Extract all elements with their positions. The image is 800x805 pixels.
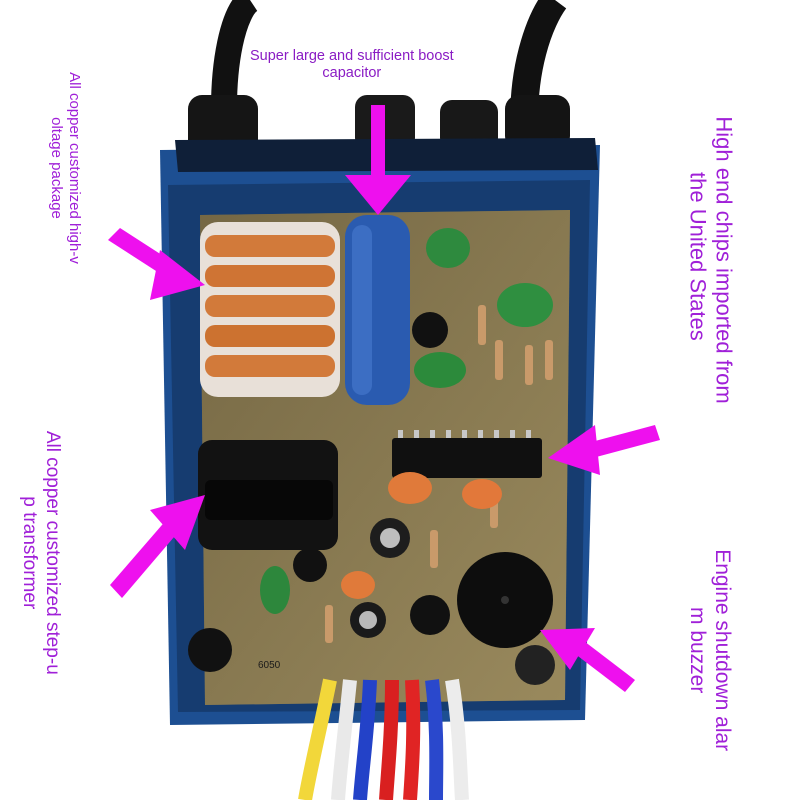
electrolytic-capacitors	[350, 518, 410, 638]
green-capacitors	[260, 228, 553, 614]
arrow-imported-chips	[548, 425, 660, 475]
label-boost-capacitor: Super large and sufficient boost capacit…	[250, 48, 454, 82]
buzzer	[457, 552, 553, 648]
output-wires	[298, 678, 469, 800]
boost-capacitor	[345, 215, 410, 405]
pcb-code: 6050	[258, 660, 281, 671]
transistors	[188, 312, 555, 685]
ic-chip	[392, 430, 542, 478]
label-step-up-transformer: All copper customized step-u p transform…	[19, 430, 63, 675]
annotation-arrows	[108, 105, 660, 692]
label-buzzer: Engine shutdown alar m buzzer	[686, 549, 735, 752]
arrow-step-up-transformer	[110, 495, 205, 598]
high-voltage-coil	[200, 222, 340, 397]
ceramic-capacitors	[341, 472, 502, 599]
arrow-boost-capacitor	[345, 105, 411, 215]
label-imported-chips: High end chips imported from the United …	[685, 116, 737, 404]
step-up-transformer	[198, 440, 338, 550]
arrow-buzzer	[540, 628, 635, 692]
label-high-voltage-package: All copper customized high-v oltage pack…	[48, 72, 83, 264]
arrow-high-voltage-package	[108, 228, 205, 300]
